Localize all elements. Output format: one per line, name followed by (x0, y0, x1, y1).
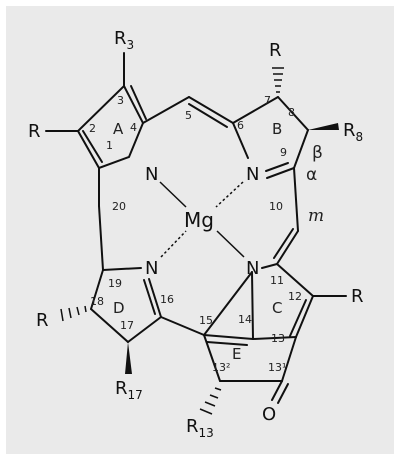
bond-lines (45, 52, 347, 404)
position-14: 14 (238, 313, 252, 326)
atom-n-ring-d: N (145, 258, 158, 279)
position-16: 16 (160, 293, 174, 306)
position-4: 4 (130, 121, 137, 134)
coordination-bonds (159, 181, 245, 258)
substituent-r2: R (28, 121, 41, 142)
position-15: 15 (199, 314, 213, 327)
substituent-r8: R8 (343, 120, 363, 144)
stereo-bonds (60, 67, 339, 415)
substituent-r7: R (269, 40, 282, 61)
substituent-r17: R17 (115, 378, 143, 402)
ring-labels: A B C D E (113, 120, 282, 363)
position-13-1: 13¹ (268, 361, 286, 374)
marker-meso: m (308, 206, 324, 226)
position-5: 5 (185, 109, 192, 122)
ring-label-e: E (232, 345, 241, 363)
chlorophyll-structure-diagram: N N N N Mg O R3 R R R8 R R R17 R13 A B C… (28, 28, 364, 440)
atom-oxygen: O (262, 404, 276, 425)
substituent-labels: R3 R R R8 R R R17 R13 (28, 28, 364, 440)
region-markers: α β m (306, 143, 324, 226)
position-9: 9 (280, 146, 287, 159)
ring-label-c: C (272, 299, 282, 317)
position-7: 7 (264, 94, 271, 107)
position-2: 2 (89, 122, 96, 135)
position-10: 10 (269, 200, 283, 213)
substituent-r3: R3 (114, 28, 134, 52)
substituent-r18: R (36, 310, 49, 331)
atom-n-ring-b: N (246, 164, 259, 185)
position-12: 12 (288, 290, 302, 303)
atom-magnesium: Mg (184, 208, 214, 232)
atom-labels: N N N N Mg O (145, 164, 276, 425)
position-numbers: 1 2 3 4 5 6 7 8 9 10 11 12 13 13¹ 13² 14… (89, 94, 302, 374)
position-18: 18 (90, 295, 104, 308)
atom-n-ring-c: N (246, 258, 259, 279)
marker-beta: β (312, 143, 323, 163)
diagram-panel: N N N N Mg O R3 R R R8 R R R17 R13 A B C… (6, 6, 394, 454)
position-1: 1 (106, 139, 113, 152)
substituent-r12: R (351, 286, 364, 307)
position-13-2: 13² (212, 361, 230, 374)
ring-label-d: D (113, 299, 125, 317)
position-11: 11 (270, 274, 284, 287)
substituent-r13: R13 (186, 416, 214, 440)
position-19: 19 (108, 277, 122, 290)
position-6: 6 (237, 119, 244, 132)
position-17: 17 (120, 319, 134, 332)
atom-n-ring-a: N (145, 164, 158, 185)
ring-label-a: A (113, 120, 124, 138)
marker-alpha: α (306, 165, 317, 185)
position-3: 3 (117, 94, 124, 107)
ring-label-b: B (272, 120, 282, 138)
position-20: 20 (112, 200, 126, 213)
position-8: 8 (288, 106, 295, 119)
position-13: 13 (271, 332, 285, 345)
